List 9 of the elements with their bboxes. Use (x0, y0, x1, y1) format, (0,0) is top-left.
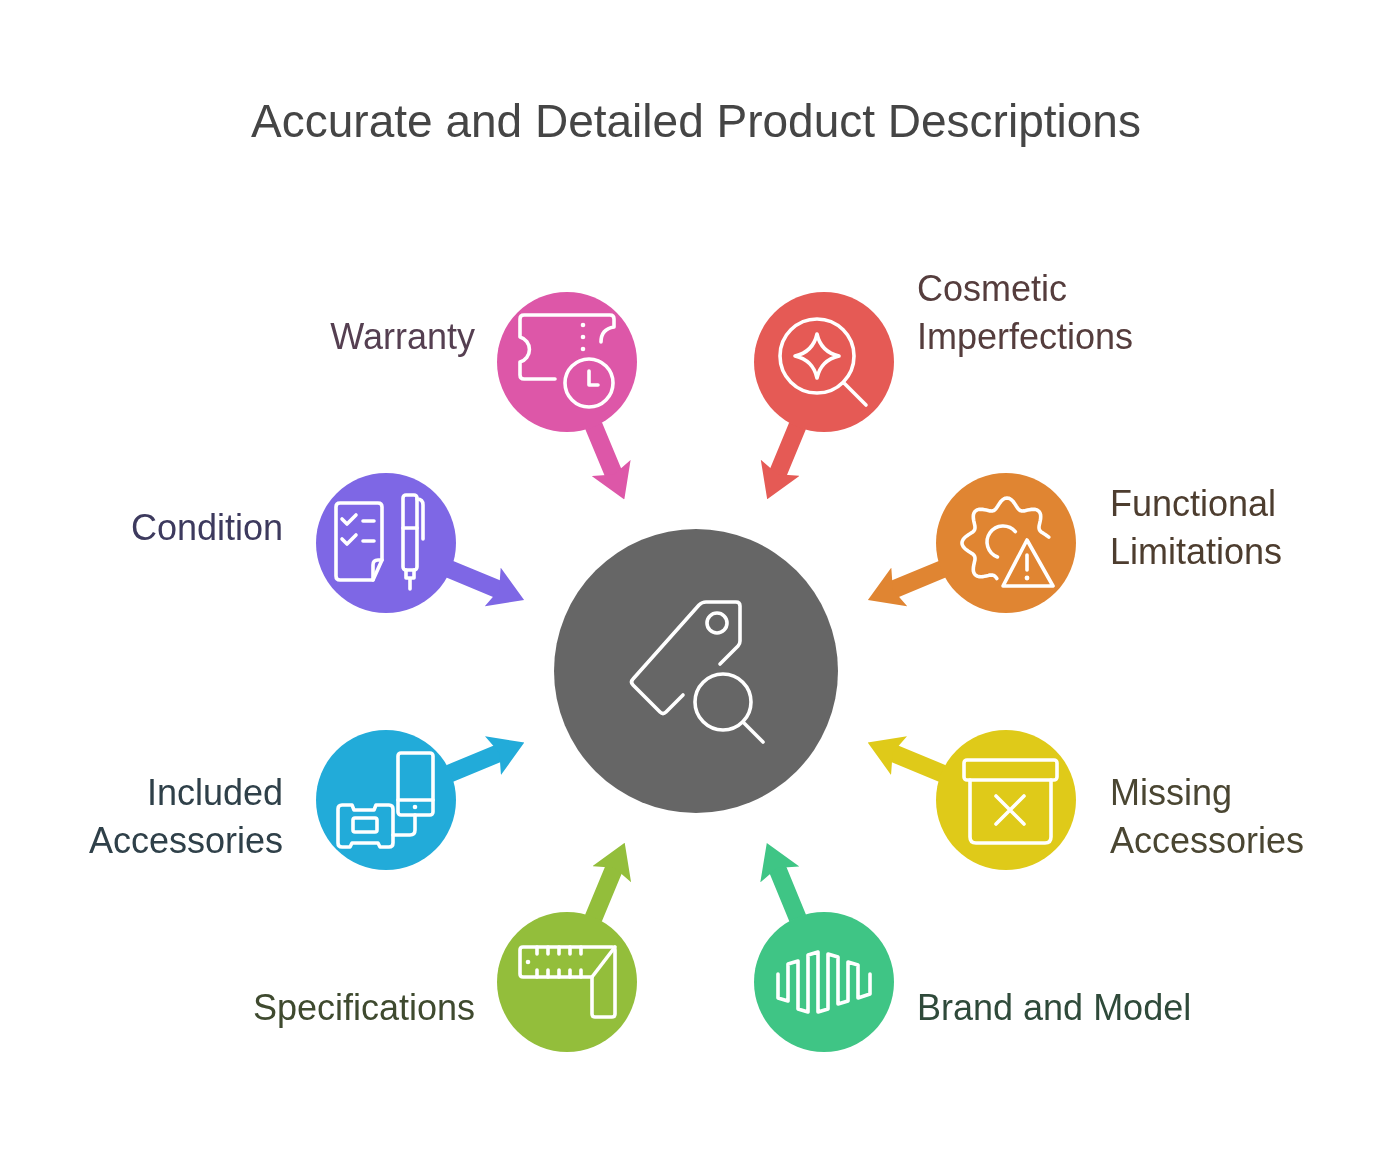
title: Accurate and Detailed Product Descriptions (251, 94, 1141, 149)
category-label: Warranty (329, 315, 475, 359)
category-label: Cosmetic Imperfections (917, 267, 1135, 359)
category-label: Missing Accessories (1110, 771, 1306, 863)
category-label: Brand and Model (917, 986, 1193, 1030)
category-label: Specifications (251, 986, 475, 1030)
category-label: Condition (129, 506, 283, 550)
category-label: Included Accessories (87, 771, 283, 863)
category-label: Functional Limitations (1110, 482, 1284, 574)
